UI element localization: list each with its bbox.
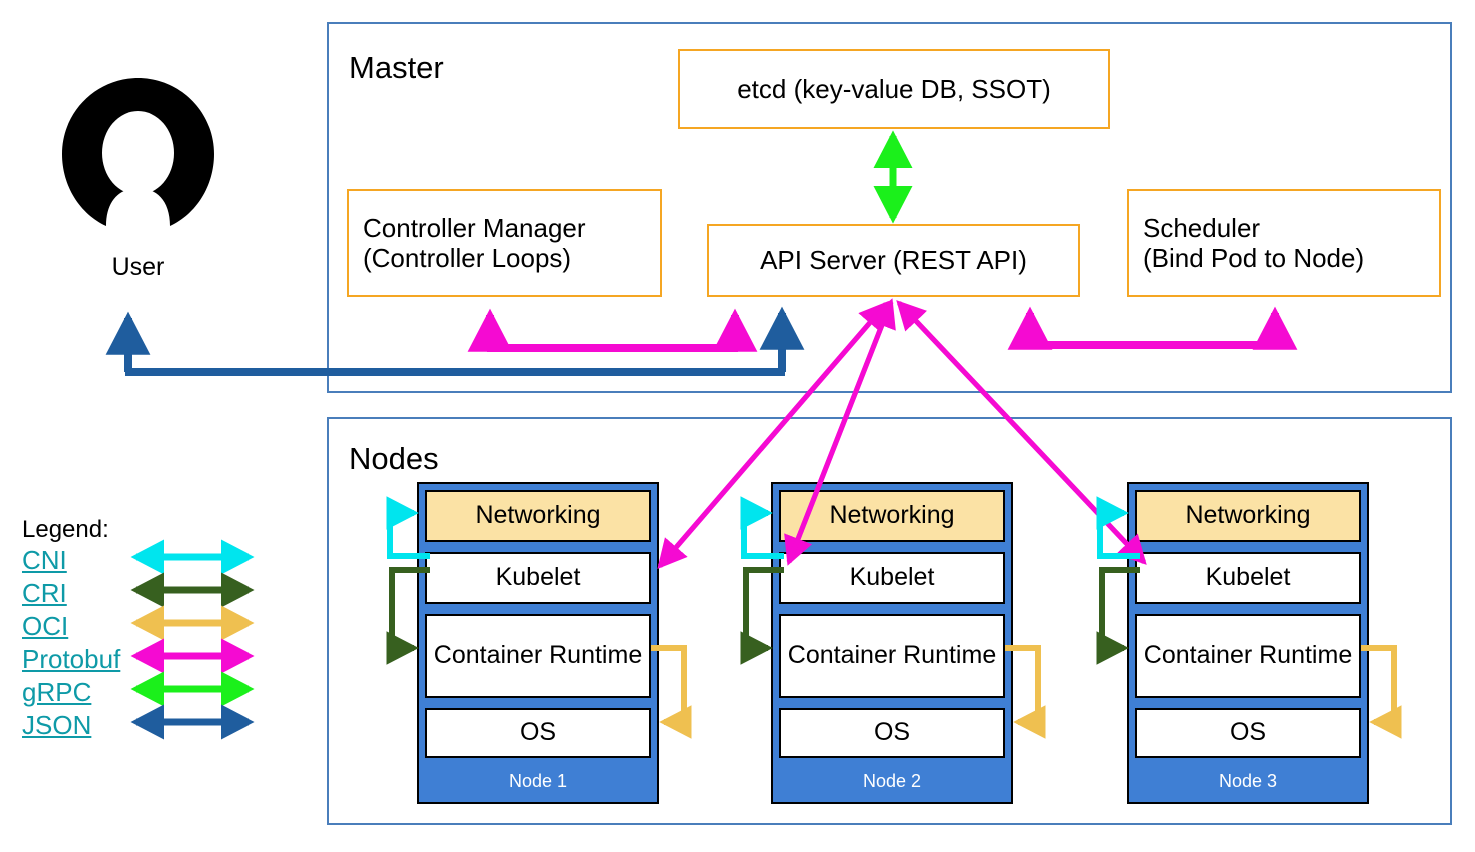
node-3-kubelet-label: Kubelet <box>1205 563 1291 592</box>
node-2-os-label: OS <box>873 718 911 747</box>
nodes-frame-title: Nodes <box>349 441 439 476</box>
node-3-layer-container-runtime[interactable]: Container Runtime <box>1135 614 1361 698</box>
node-3-networking-label: Networking <box>1185 501 1311 530</box>
user-avatar-icon <box>62 78 214 226</box>
node-1-layer-kubelet[interactable]: Kubelet <box>425 552 651 604</box>
component-api-server[interactable]: API Server (REST API) <box>707 224 1080 297</box>
node-1-kubelet-label: Kubelet <box>495 563 581 592</box>
node-card-1[interactable]: Networking Kubelet Container Runtime OS … <box>417 482 659 804</box>
node-card-3[interactable]: Networking Kubelet Container Runtime OS … <box>1127 482 1369 804</box>
node-2-kubelet-label: Kubelet <box>849 563 935 592</box>
legend-title: Legend: <box>22 516 109 543</box>
node-3-layer-kubelet[interactable]: Kubelet <box>1135 552 1361 604</box>
component-controller-manager[interactable]: Controller Manager (Controller Loops) <box>347 189 662 297</box>
legend-item-protobuf[interactable]: Protobuf <box>22 644 121 674</box>
node-1-name: Node 1 <box>508 771 568 791</box>
node-2-layer-container-runtime[interactable]: Container Runtime <box>779 614 1005 698</box>
node-2-networking-label: Networking <box>829 501 955 530</box>
legend-item-json[interactable]: JSON <box>22 710 92 740</box>
component-controller-manager-sublabel: (Controller Loops) <box>363 243 572 273</box>
legend-item-cri[interactable]: CRI <box>22 578 67 608</box>
node-card-2[interactable]: Networking Kubelet Container Runtime OS … <box>771 482 1013 804</box>
node-1-networking-label: Networking <box>475 501 601 530</box>
legend-item-grpc[interactable]: gRPC <box>22 677 92 707</box>
component-scheduler[interactable]: Scheduler (Bind Pod to Node) <box>1127 189 1441 297</box>
node-1-os-label: OS <box>519 718 557 747</box>
component-api-server-label: API Server (REST API) <box>760 245 1027 276</box>
master-frame-title: Master <box>349 50 444 85</box>
node-1-layer-container-runtime[interactable]: Container Runtime <box>425 614 651 698</box>
node-3-container-runtime-label: Container Runtime <box>1143 641 1353 670</box>
component-etcd[interactable]: etcd (key-value DB, SSOT) <box>678 49 1110 129</box>
node-2-layer-kubelet[interactable]: Kubelet <box>779 552 1005 604</box>
node-2-layer-networking[interactable]: Networking <box>779 490 1005 542</box>
node-3-os-label: OS <box>1229 718 1267 747</box>
node-1-layer-os[interactable]: OS <box>425 708 651 758</box>
legend-item-oci[interactable]: OCI <box>22 611 69 641</box>
node-1-layer-networking[interactable]: Networking <box>425 490 651 542</box>
node-3-name: Node 3 <box>1218 771 1278 791</box>
node-3-layer-networking[interactable]: Networking <box>1135 490 1361 542</box>
node-2-layer-os[interactable]: OS <box>779 708 1005 758</box>
node-1-container-runtime-label: Container Runtime <box>433 641 643 670</box>
node-2-container-runtime-label: Container Runtime <box>787 641 997 670</box>
component-scheduler-sublabel: (Bind Pod to Node) <box>1143 243 1365 273</box>
node-3-layer-os[interactable]: OS <box>1135 708 1361 758</box>
legend-item-cni[interactable]: CNI <box>22 545 67 575</box>
node-2-name: Node 2 <box>862 771 922 791</box>
component-etcd-label: etcd (key-value DB, SSOT) <box>737 73 1051 104</box>
component-controller-manager-label: Controller Manager <box>363 212 586 243</box>
user-label: User <box>111 253 165 281</box>
component-scheduler-label: Scheduler <box>1143 212 1261 243</box>
